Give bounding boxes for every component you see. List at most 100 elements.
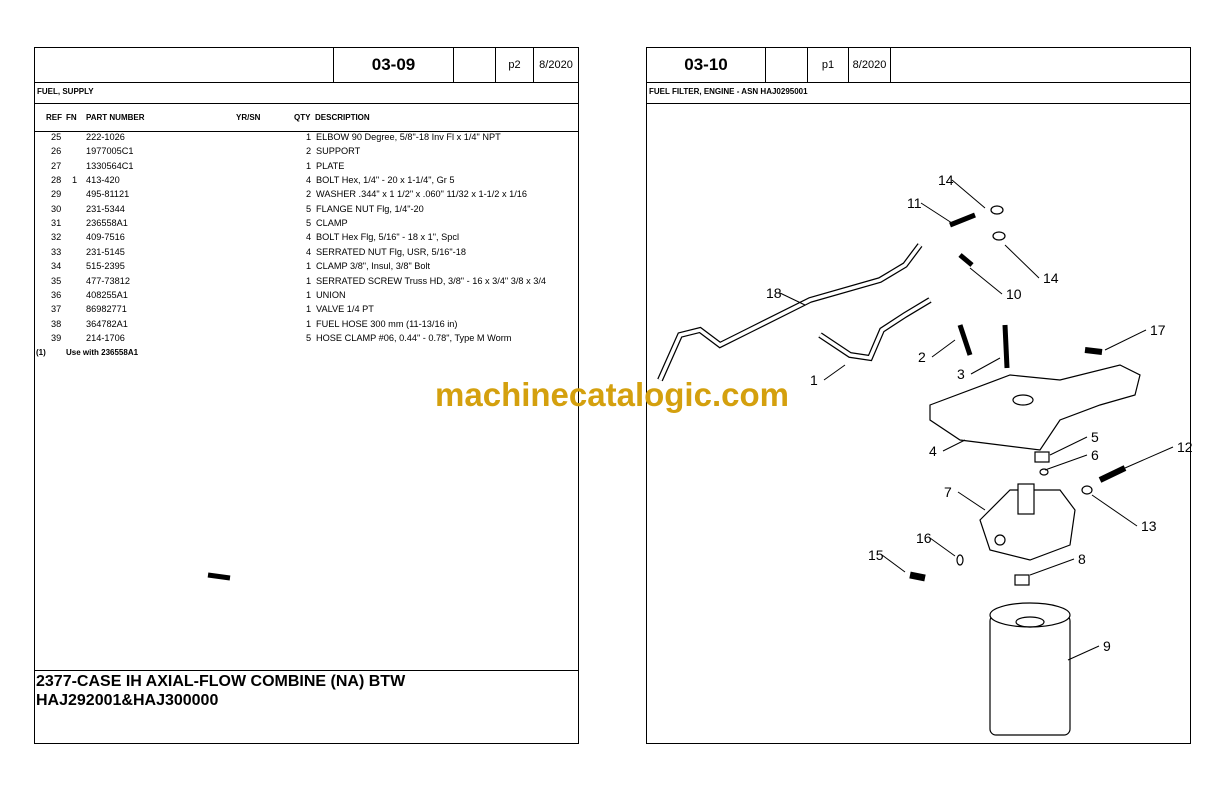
leader-line — [779, 292, 806, 306]
divider — [34, 103, 579, 104]
cell-part: 214-1706 — [86, 332, 125, 343]
callout-label: 12 — [1177, 439, 1193, 455]
callout-label: 9 — [1103, 638, 1111, 654]
table-row: 33 231-5145 4 SERRATED NUT Flg, USR, 5/16"-… — [34, 247, 578, 261]
leader-line — [970, 357, 1001, 375]
cell-desc: VALVE 1/4 PT — [316, 304, 374, 315]
right-page — [646, 47, 1191, 744]
cell-part: 1330564C1 — [86, 160, 134, 171]
cell-qty: 4 — [306, 232, 312, 243]
callout-label: 1 — [810, 372, 818, 388]
cell-part: 231-5344 — [86, 203, 125, 214]
cell-ref: 27 — [51, 160, 62, 171]
leader-line — [1091, 494, 1138, 527]
cell-part: 408255A1 — [86, 289, 128, 300]
col-yrsn: YR/SN — [236, 113, 261, 122]
leader-line — [942, 439, 966, 452]
cell-part: 495-81121 — [86, 189, 130, 200]
cell-ref: 29 — [51, 189, 62, 200]
cell-qty: 4 — [306, 246, 312, 257]
cell-qty: 1 — [306, 275, 312, 286]
callout-label: 16 — [916, 530, 932, 546]
fuel-filter-9 — [989, 614, 1071, 736]
callout-label: 3 — [957, 366, 965, 382]
table-row: 25 222-1026 1 ELBOW 90 Degree, 5/8"-18 Inv … — [34, 132, 578, 146]
cell-ref: 31 — [51, 218, 62, 229]
col-ref: REF — [46, 113, 62, 122]
divider — [646, 103, 1191, 104]
cell-ref: 34 — [51, 261, 62, 272]
callout-label: 17 — [1150, 322, 1166, 338]
cell-part: 231-5145 — [86, 246, 125, 257]
cell-part: 409-7516 — [86, 232, 125, 243]
cell-part: 222-1026 — [86, 132, 125, 142]
cell-desc: WASHER .344" x 1 1/2" x .060" 11/32 x 1-… — [316, 189, 527, 200]
cell-desc: HOSE CLAMP #06, 0.44" - 0.78", Type M Wo… — [316, 332, 512, 343]
cell-part: 86982771 — [86, 304, 127, 315]
cell-desc: SERRATED SCREW Truss HD, 3/8" - 16 x 3/4… — [316, 275, 546, 286]
callout-label: 11 — [907, 195, 922, 211]
left-title: FUEL, SUPPLY — [37, 87, 94, 96]
cell-part: 477-73812 — [86, 275, 130, 286]
right-title: FUEL FILTER, ENGINE - ASN HAJ0295001 — [649, 87, 808, 96]
watermark: machinecatalogic.com — [435, 376, 789, 413]
cell-ref: 37 — [51, 304, 62, 315]
cell-qty: 1 — [306, 318, 312, 329]
divider — [34, 131, 579, 132]
cell-qty: 5 — [306, 218, 312, 229]
cell-ref: 35 — [51, 275, 62, 286]
callout-label: 14 — [938, 172, 954, 188]
cell-ref: 26 — [51, 146, 62, 157]
cell-qty: 2 — [306, 146, 312, 157]
footer-line-2: HAJ292001&HAJ300000 — [36, 692, 219, 709]
callout-label: 14 — [1043, 270, 1059, 286]
cell-part: 1977005C1 — [86, 146, 134, 157]
cell-desc: CLAMP 3/8", Insul, 3/8" Bolt — [316, 261, 431, 272]
cell-desc: ELBOW 90 Degree, 5/8"-18 Inv Fl x 1/4" N… — [316, 132, 501, 142]
cell-qty: 1 — [306, 132, 312, 142]
cell-desc: SERRATED NUT Flg, USR, 5/16"-18 — [316, 246, 466, 257]
footnote: (1) Use with 236558A1 — [36, 348, 138, 357]
callout-label: 7 — [944, 484, 952, 500]
cell-ref: 32 — [51, 232, 62, 243]
cell-desc: PLATE — [316, 160, 345, 171]
table-row: 27 1330564C1 1 PLATE — [34, 161, 578, 175]
leader-line — [823, 364, 846, 381]
callout-label: 13 — [1141, 518, 1157, 534]
leader-line — [881, 554, 906, 573]
leader-line — [1029, 558, 1075, 576]
col-desc: DESCRIPTION — [315, 113, 370, 122]
leader-line — [1004, 244, 1040, 279]
footer-line-1: 2377-CASE IH AXIAL-FLOW COMBINE (NA) BTW — [36, 673, 406, 690]
cell-qty: 1 — [306, 160, 312, 171]
callout-label: 6 — [1091, 447, 1099, 463]
cell-desc: CLAMP — [316, 218, 348, 229]
callout-label: 18 — [766, 285, 782, 301]
leader-line — [929, 537, 956, 557]
table-row: 32 409-7516 4 BOLT Hex Flg, 5/16" - 18 x 1"… — [34, 232, 578, 246]
cell-part: 515-2395 — [86, 261, 125, 272]
callout-label: 15 — [868, 547, 884, 563]
cell-ref: 25 — [51, 132, 62, 142]
cell-qty: 5 — [306, 332, 312, 343]
callout-label: 5 — [1091, 429, 1099, 445]
cell-qty: 1 — [306, 289, 312, 300]
callout-label: 2 — [918, 349, 926, 365]
leader-line — [969, 267, 1003, 295]
cell-fn: 1 — [72, 175, 78, 186]
cell-desc: FLANGE NUT Flg, 1/4"-20 — [316, 203, 424, 214]
cell-part: 364782A1 — [86, 318, 128, 329]
callout-label: 10 — [1006, 286, 1022, 302]
cell-ref: 33 — [51, 246, 62, 257]
left-page — [34, 47, 579, 744]
cell-ref: 28 — [51, 175, 62, 186]
cell-qty: 1 — [306, 261, 312, 272]
cell-desc: BOLT Hex Flg, 5/16" - 18 x 1", Spcl — [316, 232, 460, 243]
divider — [646, 82, 1191, 83]
